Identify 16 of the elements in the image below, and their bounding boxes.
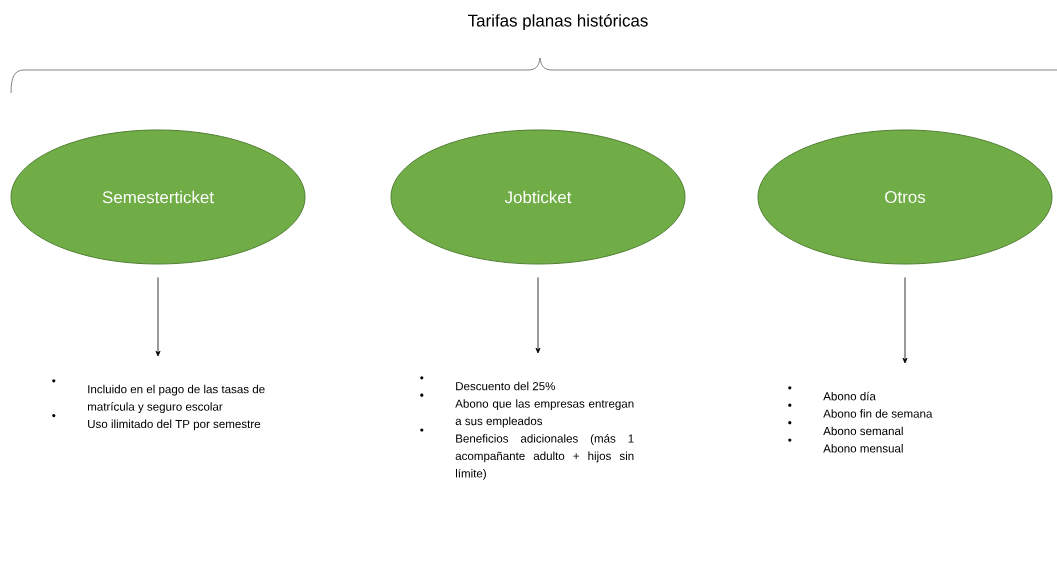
title: Tarifas planas históricas xyxy=(468,14,648,30)
node-label: Abono día xyxy=(823,391,876,401)
node-label: Descuento del 25% xyxy=(456,381,555,391)
bullet-list: Abono día Abono fin de semana Abono semanal Abono mensual xyxy=(788,386,933,453)
arrow xyxy=(902,277,908,364)
node-label: Abono mensual xyxy=(823,444,903,453)
node-label: Beneficios adicionales (más 1 acompañante adulto + hijos sin límite) xyxy=(455,434,634,480)
node-label: Incluido en el pago de las tasas de matrícula y seguro escolar xyxy=(87,384,265,413)
arrow xyxy=(535,277,541,354)
bullet-list: Incluido en el pago de las tasas de matrícula y seguro escolar Uso ilimitado del TP por semestre xyxy=(52,379,265,431)
arrow xyxy=(155,277,161,357)
node-label: Abono semanal xyxy=(823,426,903,436)
node-label: Uso ilimitado del TP por semestre xyxy=(88,419,261,431)
bullet-list: Descuento del 25% Abono que las empresas entregan a sus empleados Beneficios adicionales (más 1 acompañante adulto + hijos sin límite) xyxy=(420,376,634,480)
node-label: Abono fin de semana xyxy=(823,409,933,418)
node-label: Abono que las empresas entregan a sus empleados xyxy=(455,399,634,428)
